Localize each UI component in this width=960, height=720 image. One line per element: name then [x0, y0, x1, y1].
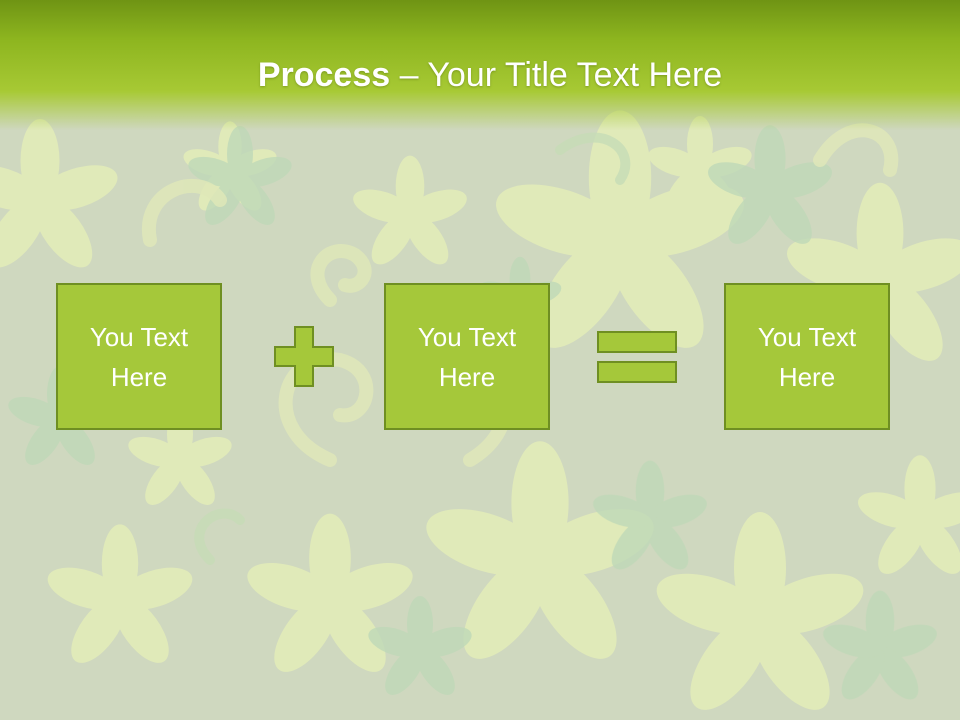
process-box-1-text: You Text Here: [89, 321, 189, 392]
title-text: – Your Title Text Here: [390, 56, 723, 94]
process-box-2[interactable]: You Text Here: [384, 283, 550, 430]
plus-icon: [274, 326, 334, 387]
process-box-3-text: You Text Here: [757, 321, 857, 392]
process-box-3[interactable]: You Text Here: [724, 283, 890, 430]
process-box-2-text: You Text Here: [417, 321, 517, 392]
title-bold: Process: [257, 56, 391, 94]
equals-icon: [597, 331, 677, 383]
process-box-1[interactable]: You Text Here: [56, 283, 222, 430]
slide-title: Process – Your Title Text Here: [0, 52, 960, 98]
title-bar: Process – Your Title Text Here: [0, 0, 960, 130]
